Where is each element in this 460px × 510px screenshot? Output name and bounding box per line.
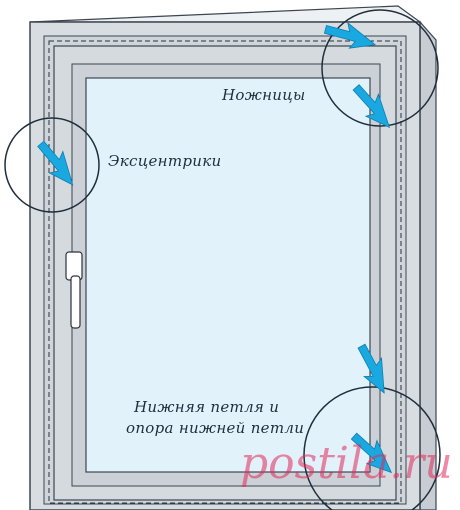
label-scissors: Ножницы (222, 86, 306, 104)
label-bottom-hinge-1: Нижняя петля и (134, 398, 280, 416)
handle-icon (65, 251, 83, 329)
scissors-callout-circle (321, 9, 439, 127)
eccentrics-callout-circle (4, 117, 100, 213)
label-eccentrics: Эксцентрики (108, 152, 222, 170)
postila-logo-icon: postila.ru (240, 438, 453, 489)
bottom-hinge-callout-circle (303, 386, 441, 510)
label-bottom-hinge-2: опора нижней петли (126, 419, 305, 437)
glass-pane (85, 77, 371, 473)
